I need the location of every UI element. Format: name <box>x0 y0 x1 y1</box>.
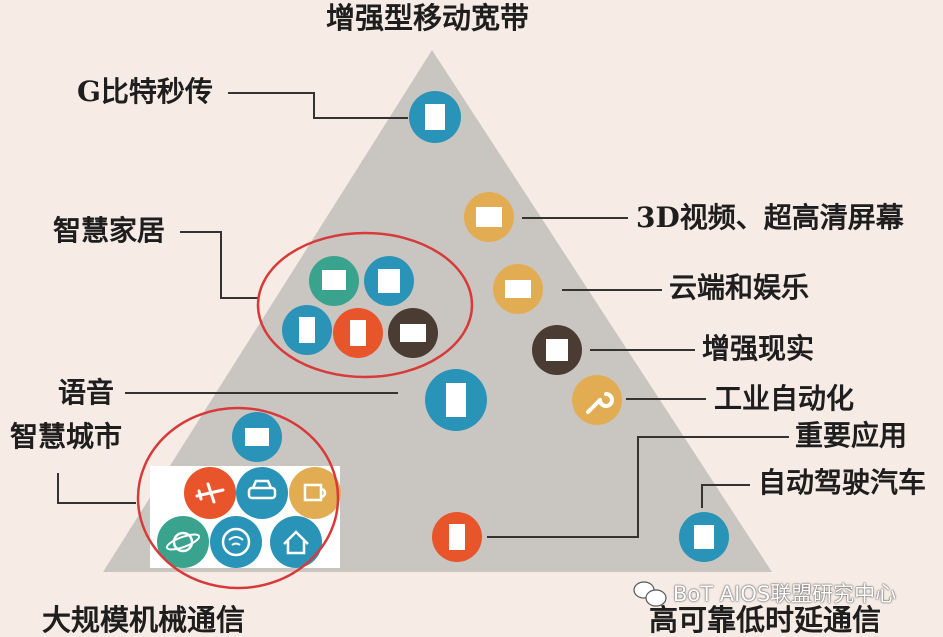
planet-icon <box>157 516 209 568</box>
label-critical-apps: 重要应用 <box>795 419 908 452</box>
label-urllc: 高可靠低时延通信 <box>649 603 882 637</box>
smart-city-icons <box>157 412 341 568</box>
house-icon <box>270 516 322 568</box>
airplane-icon-shape <box>195 482 225 504</box>
wifi-icon <box>210 516 262 568</box>
label-smart-city: 智慧城市 <box>10 420 123 453</box>
wifi-icon-ring <box>221 527 251 557</box>
smart-home-ellipse <box>256 231 474 379</box>
screen-icon-screen <box>245 428 269 446</box>
phone-icon-screen <box>449 524 465 550</box>
smart-city-ellipse <box>136 406 340 590</box>
watermark-text: BoT AIOS联盟研究中心 <box>673 582 897 606</box>
label-smart-home: 智慧家居 <box>53 214 166 247</box>
tv-icon-screen <box>400 324 426 342</box>
phone-icon-screen <box>299 317 315 343</box>
smart-home-connector <box>180 231 258 299</box>
tablet-icon-screen <box>694 525 714 549</box>
tablet-icon-screen <box>378 269 400 293</box>
car-icon-roof <box>251 479 273 489</box>
laptop-icon-screen <box>505 280 531 298</box>
wifi-icon-arcs <box>228 536 244 546</box>
tablet-icon-screen <box>425 104 445 130</box>
wrench-icon-shape <box>586 392 614 414</box>
planet-icon-ring <box>165 533 201 551</box>
ar-glasses-icon-screen <box>546 339 568 361</box>
label-voice: 语音 <box>58 376 115 409</box>
screen-icon-screen <box>476 207 502 227</box>
wrench-icon <box>572 375 622 425</box>
connector-lines <box>57 92 789 538</box>
label-ar: 增强现实 <box>702 332 815 365</box>
label-industrial-automation: 工业自动化 <box>714 382 855 415</box>
car-icon <box>236 467 288 519</box>
coffee-cup-icon <box>289 467 341 519</box>
watermark-bubble-2 <box>645 589 667 607</box>
smart-home-icons <box>282 256 438 358</box>
label-autonomous-driving: 自动驾驶汽车 <box>758 466 927 499</box>
watermark-logo-icon <box>633 581 667 607</box>
phone-icon-screen <box>446 383 466 417</box>
autodrive-connector <box>701 484 750 508</box>
car-icon-body <box>247 486 277 500</box>
title-embb: 增强型移动宽带 <box>326 1 530 35</box>
label-cloud-entertainment: 云端和娱乐 <box>669 271 810 304</box>
phone-icon-screen <box>350 320 366 346</box>
gbps-connector <box>228 92 408 119</box>
smart-city-connector <box>57 473 136 504</box>
critical-connector <box>487 436 789 538</box>
planet-icon-core <box>172 531 194 553</box>
coffee-cup-icon-shape <box>303 483 327 502</box>
house-icon-shape <box>283 530 309 555</box>
label-mmtc: 大规模机械通信 <box>42 603 246 637</box>
tv-icon-screen <box>322 270 346 290</box>
label-3d-video: 3D视频、超高清屏幕 <box>636 201 904 234</box>
label-gbps: G比特秒传 <box>77 75 213 108</box>
